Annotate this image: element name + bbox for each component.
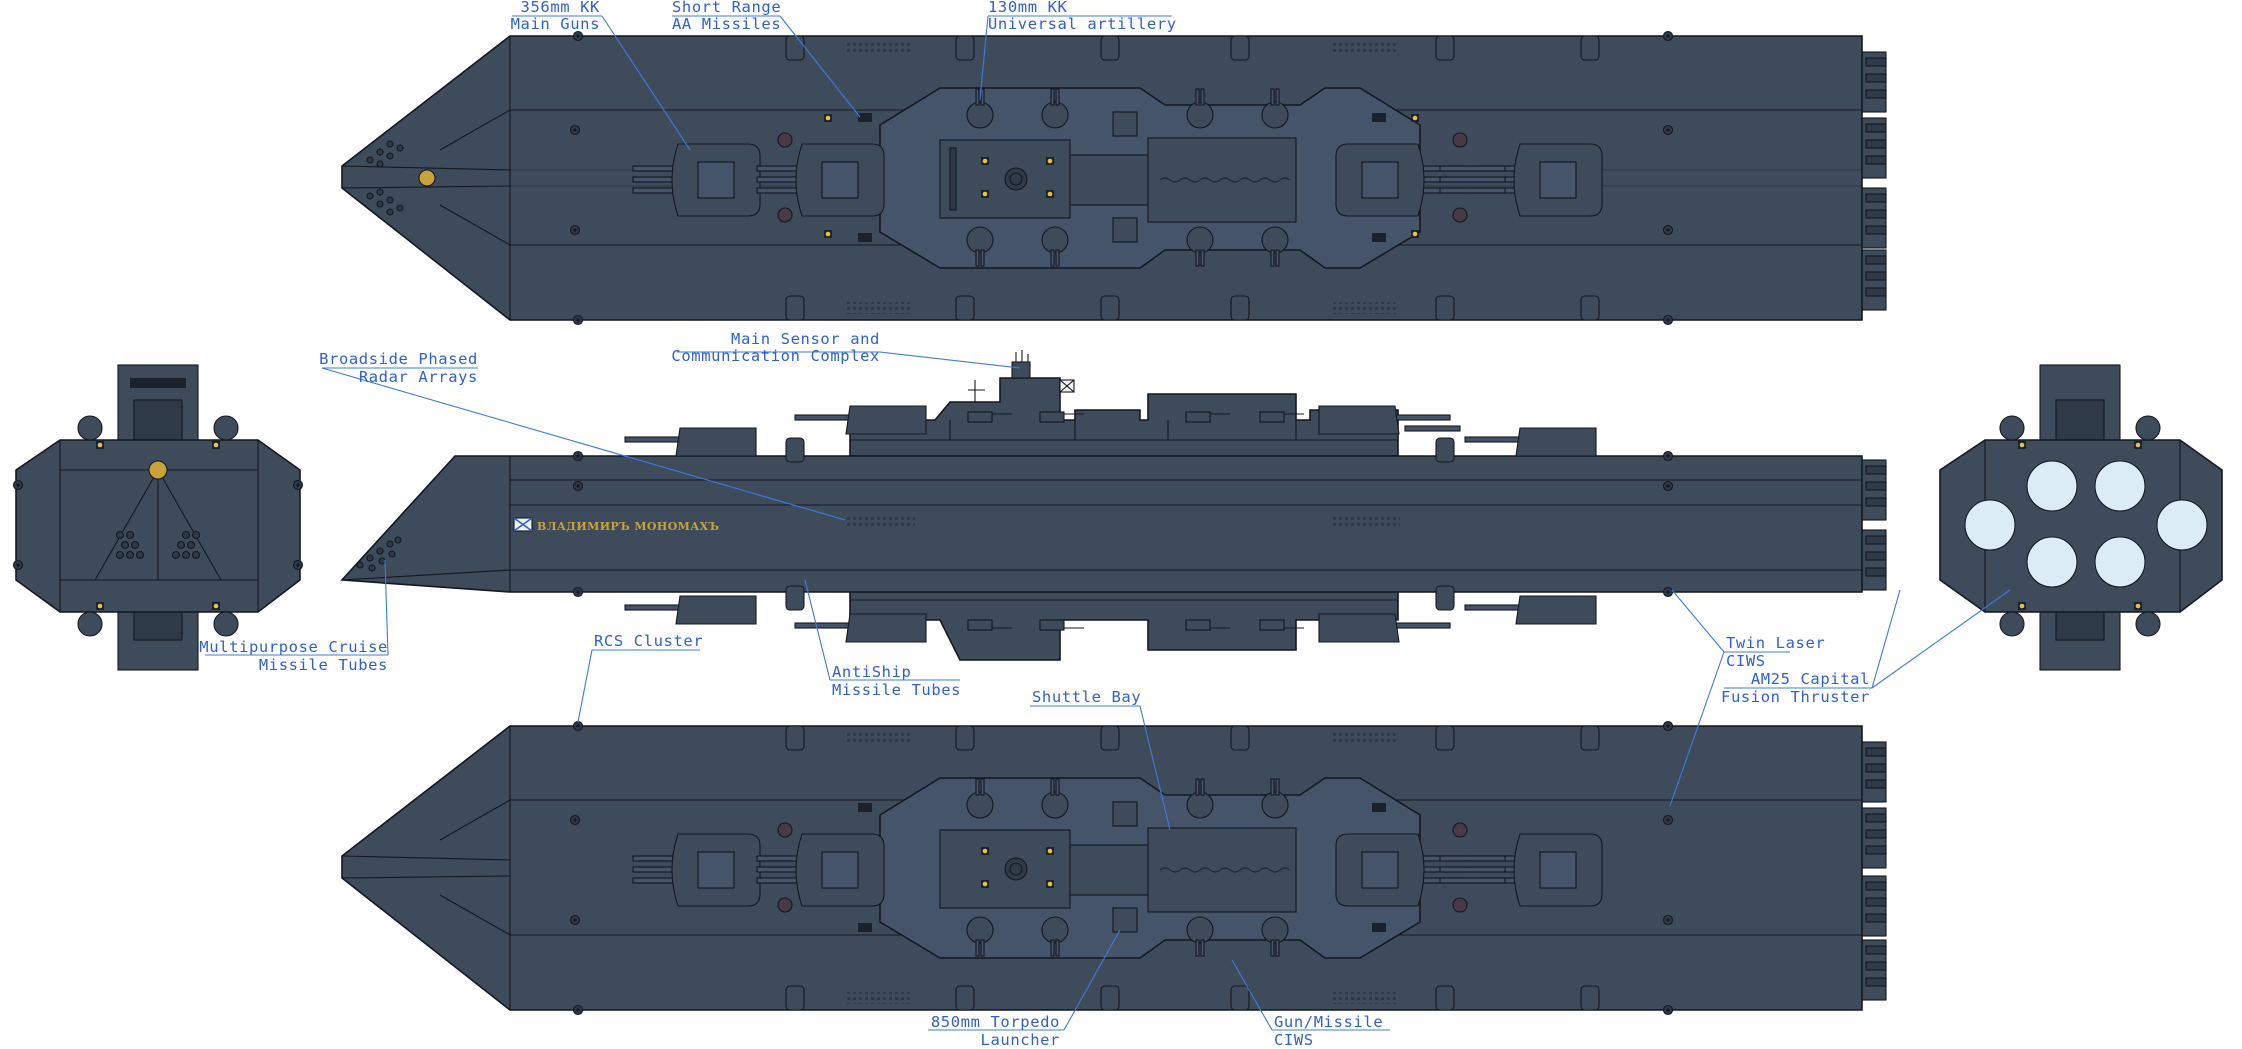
label-antiship-tubes-1: AntiShip xyxy=(832,663,911,681)
top-view xyxy=(341,30,1887,326)
side-view: ВЛАДИМИРЪ МОНОМАХЪ xyxy=(340,350,1887,661)
label-gun-missile-ciws-2: CIWS xyxy=(1274,1031,1314,1049)
label-shuttle-bay: Shuttle Bay xyxy=(1032,688,1141,706)
label-fusion-thruster-1: AM25 Capital xyxy=(1751,670,1870,688)
label-aa-missiles-2: AA Missiles xyxy=(672,15,781,33)
rear-view xyxy=(1939,364,2223,671)
bottom-view xyxy=(341,720,1887,1016)
front-view xyxy=(12,364,304,671)
ship-name: ВЛАДИМИРЪ МОНОМАХЪ xyxy=(537,520,719,533)
label-fusion-thruster-2: Fusion Thruster xyxy=(1721,688,1870,706)
label-cruise-missile-tubes-2: Missile Tubes xyxy=(259,656,388,674)
label-sensor-complex-2: Communication Complex xyxy=(671,347,880,365)
label-main-guns-2: Main Guns xyxy=(511,15,600,33)
label-torpedo-launcher-2: Launcher xyxy=(981,1031,1060,1049)
label-antiship-tubes-2: Missile Tubes xyxy=(832,681,961,699)
label-radar-arrays-2: Radar Arrays xyxy=(359,368,478,386)
label-twin-laser-ciws-2: CIWS xyxy=(1726,652,1766,670)
label-universal-artillery-2: Universal artillery xyxy=(988,15,1177,33)
label-rcs-cluster: RCS Cluster xyxy=(594,632,703,650)
label-universal-artillery-1: 130mm KK xyxy=(988,0,1068,16)
callout-labels: 356mm KK Main Guns Short Range AA Missil… xyxy=(199,0,1870,1049)
label-torpedo-launcher-1: 850mm Torpedo xyxy=(931,1013,1060,1031)
label-twin-laser-ciws-1: Twin Laser xyxy=(1726,634,1825,652)
label-radar-arrays-1: Broadside Phased xyxy=(319,350,478,368)
label-aa-missiles-1: Short Range xyxy=(672,0,781,16)
label-main-guns-1: 356mm KK xyxy=(521,0,601,16)
label-sensor-complex-1: Main Sensor and xyxy=(731,330,880,348)
label-gun-missile-ciws-1: Gun/Missile xyxy=(1274,1013,1383,1031)
leader-lines xyxy=(205,15,2011,1031)
label-cruise-missile-tubes-1: Multipurpose Cruise xyxy=(199,638,388,656)
